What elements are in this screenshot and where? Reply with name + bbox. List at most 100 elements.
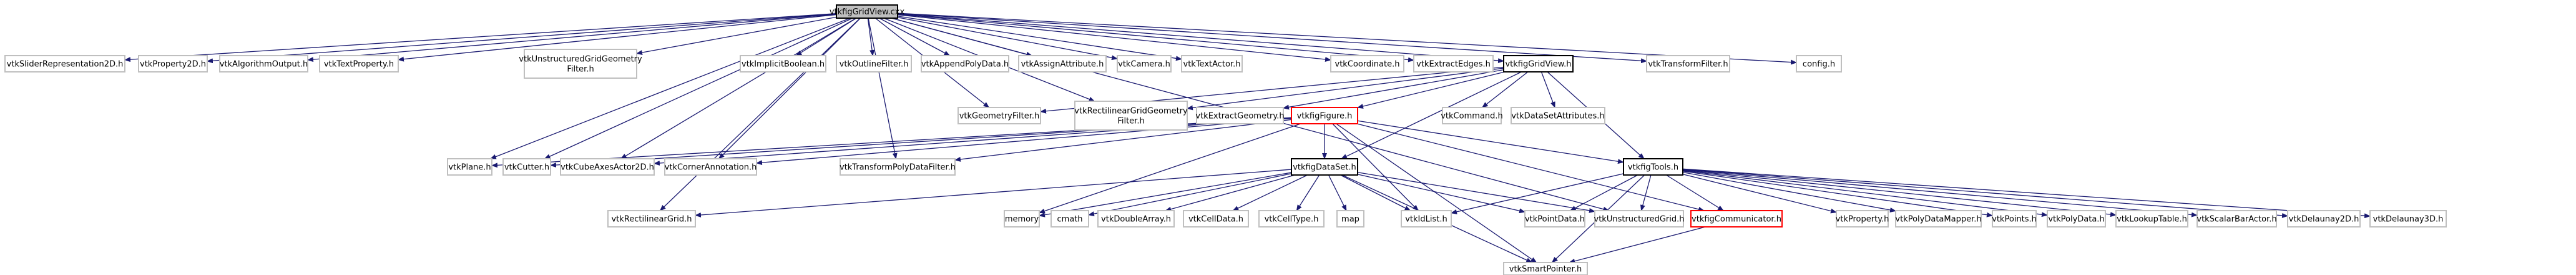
- node-dsAttr[interactable]: vtkDataSetAttributes.h: [1511, 107, 1605, 124]
- node-label: vtkPlane.h: [448, 163, 491, 172]
- node-cubeAxes[interactable]: vtkCubeAxesActor2D.h: [560, 158, 655, 176]
- node-label: vtkExtractGeometry.h: [1195, 112, 1284, 121]
- node-command[interactable]: vtkCommand.h: [1441, 107, 1503, 124]
- node-doubleArray[interactable]: vtkDoubleArray.h: [1097, 210, 1175, 228]
- node-label: vtkImplicitBoolean.h: [742, 60, 825, 69]
- node-config[interactable]: config.h: [1796, 55, 1842, 72]
- node-figFigure[interactable]: vtkfigFigure.h: [1291, 107, 1358, 124]
- node-transformFilter[interactable]: vtkTransformFilter.h: [1646, 55, 1730, 72]
- node-label: cmath: [1057, 215, 1082, 224]
- node-cmath[interactable]: cmath: [1050, 210, 1089, 228]
- node-geomFilter[interactable]: vtkGeometryFilter.h: [957, 107, 1041, 124]
- node-gridViewH[interactable]: vtkfigGridView.h: [1503, 55, 1574, 72]
- node-delaunay2d[interactable]: vtkDelaunay2D.h: [2287, 210, 2361, 228]
- node-outline[interactable]: vtkOutlineFilter.h: [836, 55, 912, 72]
- node-polyData[interactable]: vtkPolyData.h: [2047, 210, 2106, 228]
- node-label: vtkCommand.h: [1441, 112, 1503, 121]
- node-delaunay3d[interactable]: vtkDelaunay3D.h: [2369, 210, 2447, 228]
- edge-figTools-to-polyData: [1682, 170, 2048, 218]
- edge-root-to-transformFilter: [897, 12, 1647, 64]
- node-cellType[interactable]: vtkCellType.h: [1258, 210, 1325, 228]
- node-textActor[interactable]: vtkTextActor.h: [1181, 55, 1243, 72]
- node-label: vtkCellType.h: [1265, 215, 1319, 224]
- node-box: [1594, 210, 1684, 228]
- node-sliderRep[interactable]: vtkSliderRepresentation2D.h: [4, 55, 125, 72]
- node-label: vtkfigTools.h: [1628, 163, 1678, 172]
- node-memory[interactable]: memory: [1004, 210, 1040, 228]
- node-root[interactable]: vtkfigGridView.cxx: [830, 4, 905, 19]
- node-box: [2047, 210, 2106, 228]
- node-coordinate[interactable]: vtkCoordinate.h: [1330, 55, 1404, 72]
- node-communicator[interactable]: vtkfigCommunicator.h: [1690, 210, 1783, 228]
- node-smartPtr[interactable]: vtkSmartPointer.h: [1503, 262, 1588, 275]
- node-property[interactable]: vtkProperty.h: [1836, 210, 1889, 228]
- node-label: Filter.h: [1117, 117, 1144, 126]
- node-label: vtkAlgorithmOutput.h: [220, 60, 308, 69]
- node-figDataSet[interactable]: vtkfigDataSet.h: [1291, 158, 1358, 176]
- edge-figFigure-to-memory: [1039, 123, 1301, 214]
- node-box: [607, 210, 696, 228]
- node-camera[interactable]: vtkCamera.h: [1117, 55, 1172, 72]
- node-cellData[interactable]: vtkCellData.h: [1183, 210, 1249, 228]
- node-box: [664, 158, 757, 176]
- node-box: [1183, 210, 1249, 228]
- node-box: [1895, 210, 1982, 228]
- node-implBool[interactable]: vtkImplicitBoolean.h: [740, 55, 826, 72]
- edge-gridViewH-to-dsAttr: [1540, 71, 1555, 108]
- node-label: vtkPolyDataMapper.h: [1895, 215, 1981, 224]
- node-box: [1511, 107, 1605, 124]
- node-scalarBar[interactable]: vtkScalarBarActor.h: [2196, 210, 2277, 228]
- node-appendPoly[interactable]: vtkAppendPolyData.h: [921, 55, 1009, 72]
- edge-figFigure-to-cornerAnn: [756, 118, 1292, 166]
- edge-figDataSet-to-cellData: [1232, 174, 1308, 211]
- node-label: vtkCubeAxesActor2D.h: [561, 163, 654, 172]
- node-pointData[interactable]: vtkPointData.h: [1524, 210, 1585, 228]
- node-box: [1646, 55, 1730, 72]
- edge-gridViewH-to-figFigure: [1357, 71, 1506, 109]
- node-label: vtkCornerAnnotation.h: [665, 163, 757, 172]
- edge-root-to-cornerAnn: [718, 18, 861, 159]
- edge-gridViewH-to-figDataSet: [1341, 71, 1522, 159]
- edge-root-to-implBool: [795, 18, 857, 56]
- node-map[interactable]: map: [1336, 210, 1364, 228]
- node-label: vtkExtractEdges.h: [1416, 60, 1491, 69]
- node-assignAttr[interactable]: vtkAssignAttribute.h: [1018, 55, 1107, 72]
- node-label: vtkCellData.h: [1188, 215, 1243, 224]
- edge-figDataSet-to-map: [1328, 174, 1347, 211]
- node-lookupTable[interactable]: vtkLookupTable.h: [2115, 210, 2188, 228]
- node-figTools[interactable]: vtkfigTools.h: [1623, 158, 1683, 176]
- node-cornerAnn[interactable]: vtkCornerAnnotation.h: [664, 158, 757, 176]
- node-label: vtkRectilinearGridGeometry: [1074, 107, 1188, 116]
- node-algoOut[interactable]: vtkAlgorithmOutput.h: [219, 55, 308, 72]
- node-rectGrid[interactable]: vtkRectilinearGrid.h: [607, 210, 696, 228]
- edge-figFigure-to-idList: [1332, 123, 1419, 211]
- node-extractGeom[interactable]: vtkExtractGeometry.h: [1195, 107, 1285, 124]
- node-box: [740, 55, 826, 72]
- edge-figTools-to-scalarBar: [1682, 169, 2198, 218]
- node-plane[interactable]: vtkPlane.h: [447, 158, 492, 176]
- edge-root-to-rectGrid: [659, 18, 861, 211]
- edge-figTools-to-pointData: [1569, 174, 1638, 211]
- node-transPoly[interactable]: vtkTransformPolyDataFilter.h: [840, 158, 956, 176]
- node-ugrid[interactable]: vtkUnstructuredGrid.h: [1594, 210, 1685, 228]
- edge-root-to-extractEdges: [897, 14, 1414, 62]
- node-label: vtkTextProperty.h: [324, 60, 394, 69]
- node-label: map: [1341, 215, 1359, 224]
- edge-root-to-property2d: [207, 13, 837, 64]
- node-points[interactable]: vtkPoints.h: [1992, 210, 2037, 228]
- node-label: memory: [1005, 215, 1039, 224]
- node-cutter[interactable]: vtkCutter.h: [502, 158, 551, 176]
- node-label: vtkDelaunay2D.h: [2289, 215, 2359, 224]
- edge-figDataSet-to-cmath: [1088, 173, 1292, 217]
- node-polyMapper[interactable]: vtkPolyDataMapper.h: [1895, 210, 1982, 228]
- node-textProp[interactable]: vtkTextProperty.h: [319, 55, 399, 72]
- node-label: vtkTextActor.h: [1183, 60, 1241, 69]
- edge-figTools-to-delaunay3d: [1682, 168, 2371, 219]
- edge-root-to-textActor: [897, 16, 1182, 61]
- node-extractEdges[interactable]: vtkExtractEdges.h: [1413, 55, 1494, 72]
- node-idList[interactable]: vtkIdList.h: [1401, 210, 1452, 228]
- node-box: [560, 158, 655, 176]
- node-property2d[interactable]: vtkProperty2D.h: [138, 55, 208, 72]
